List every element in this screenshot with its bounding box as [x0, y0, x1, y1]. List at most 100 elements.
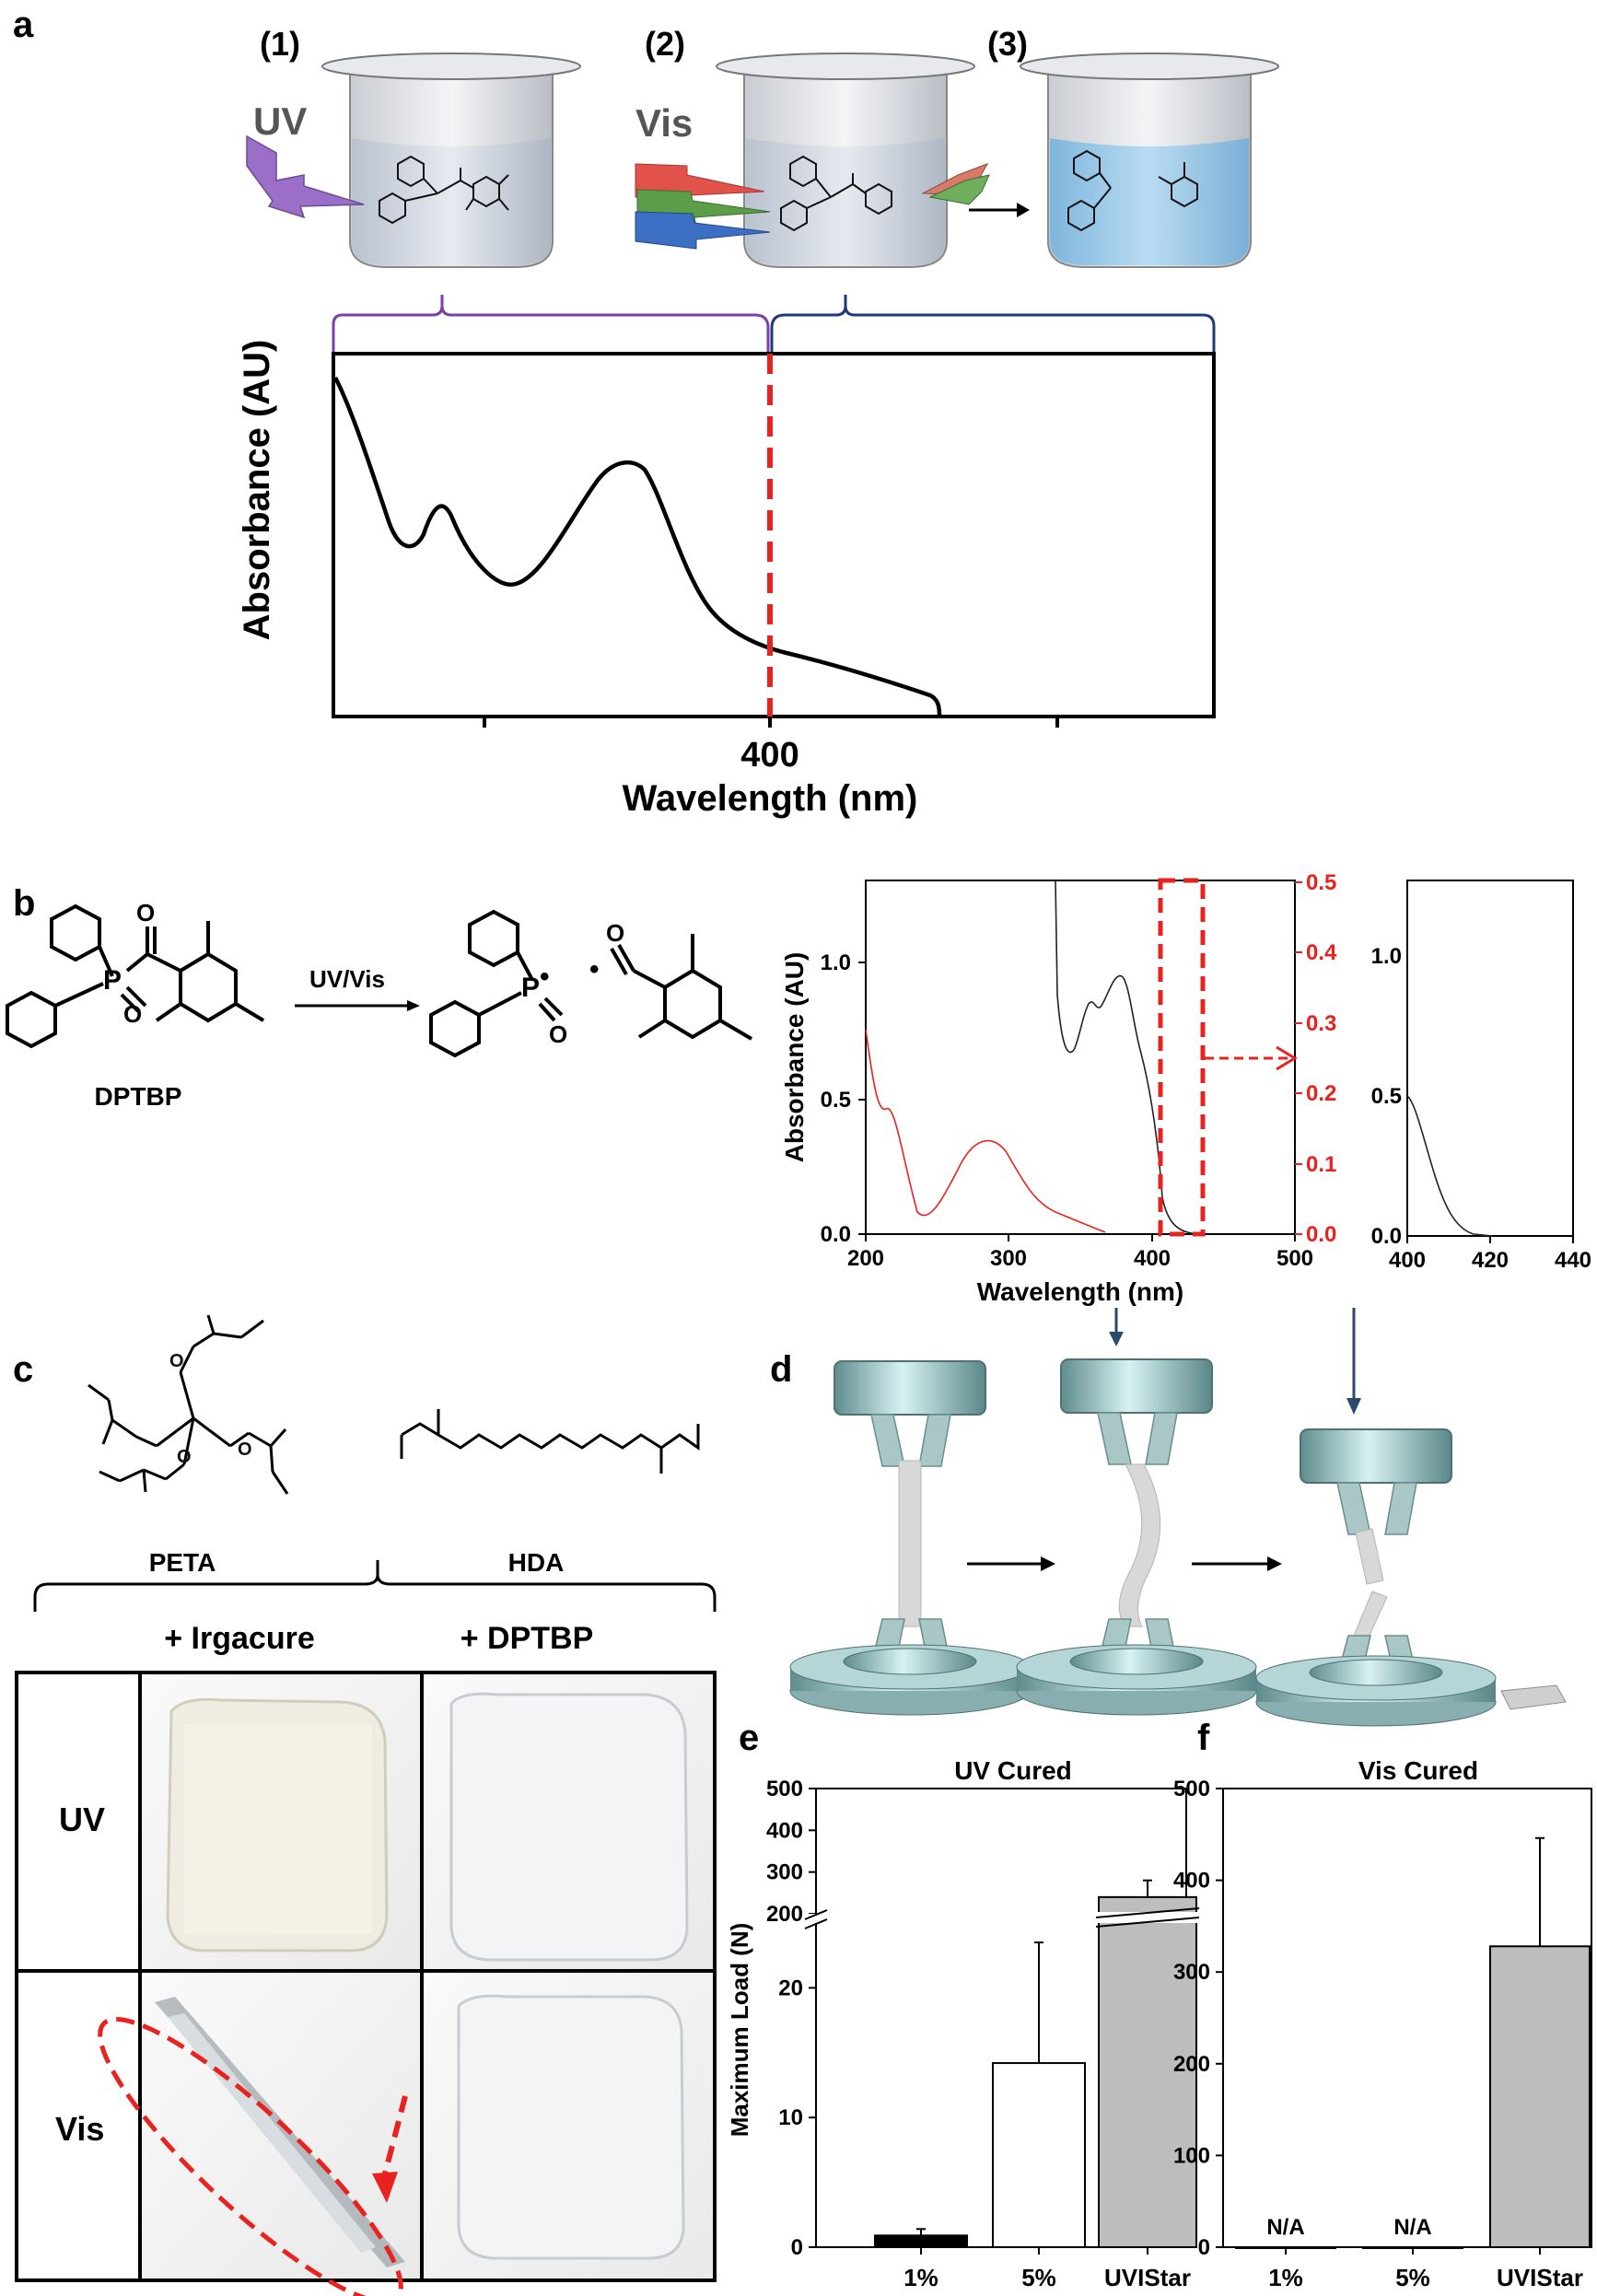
chart-e-title: UV Cured	[954, 1756, 1072, 1785]
y-tick-label: 400	[766, 1818, 803, 1843]
bar-annotation: N/A	[1266, 2215, 1304, 2240]
bar-annotation: N/A	[1393, 2215, 1431, 2240]
panel-b-right-ticks: 0.0 0.1 0.2 0.3 0.4 0.5	[1306, 870, 1337, 1247]
tick-label: 0.0	[821, 1222, 851, 1247]
phosphinoyl-radical-structure	[429, 909, 564, 1058]
tick-label: 0.0	[1371, 1224, 1402, 1249]
row-vis: Vis	[55, 2110, 104, 2148]
x-group-label: Irgacure	[1303, 2293, 1398, 2296]
panel-label-d: d	[770, 1349, 792, 1390]
tick-label: 420	[1472, 1248, 1509, 1273]
radical-dot: •	[540, 962, 550, 992]
dptbp-label: DPTBP	[95, 1082, 182, 1111]
y-tick-label: 200	[766, 1902, 803, 1927]
panel-label-a: a	[13, 5, 34, 45]
x-tick-label: 5%	[1021, 2264, 1056, 2291]
tensile-test-schematic	[789, 1308, 1567, 1727]
panel-a-plot	[332, 352, 1216, 728]
panel-b-left-ticks: 0.0 0.5 1.0	[821, 950, 851, 1247]
column-dptbp: + DPTBP	[460, 1621, 594, 1656]
y-tick-label: 200	[1173, 2052, 1210, 2077]
y-tick-label: 20	[778, 1975, 803, 2000]
tick-label: 300	[990, 1246, 1027, 1271]
tick-label: 200	[847, 1246, 884, 1271]
beaker-uv	[321, 52, 581, 268]
axis-break	[805, 1914, 827, 1923]
x-tick-label: 1%	[1268, 2264, 1303, 2291]
x-tick-label: UVIStar	[1497, 2264, 1583, 2291]
tick-label: 0.4	[1306, 940, 1337, 965]
beaker-blue	[1020, 52, 1279, 268]
step-3-label: (3)	[987, 25, 1028, 63]
panel-b-x-ticks: 200 300 400 500	[847, 1246, 1313, 1271]
uv-range-bracket	[332, 295, 770, 354]
monomer-bracket	[33, 1560, 717, 1612]
axis-break-mark	[804, 1909, 828, 1920]
tick-label: 0.1	[1306, 1152, 1336, 1177]
row-uv: UV	[59, 1801, 105, 1838]
x-tick-label: 1%	[903, 2264, 938, 2291]
step-1-label: (1)	[260, 25, 300, 63]
bar-2	[992, 2062, 1086, 2248]
uv-label: UV	[253, 99, 307, 143]
sample-grid	[15, 1671, 717, 2296]
panel-a-xlabel: Wavelength (nm)	[623, 778, 918, 819]
chart-f-title: Vis Cured	[1358, 1756, 1478, 1785]
tick-label: 0.0	[1306, 1222, 1336, 1247]
tick-label: 1.0	[821, 950, 851, 975]
panel-b-inset	[1406, 880, 1574, 1243]
visible-light-icon	[635, 163, 990, 250]
y-tick-label: 500	[1173, 1777, 1210, 1801]
y-tick-label: 300	[766, 1860, 803, 1885]
tick-label: 0.2	[1306, 1081, 1336, 1106]
radical-icon	[1067, 149, 1198, 232]
panel-label-b: b	[13, 883, 35, 924]
y-tick-label: 500	[766, 1777, 803, 1801]
bar-1	[874, 2234, 968, 2248]
oxygen-atom: O	[123, 1000, 142, 1028]
tick-label: 400	[1389, 1248, 1426, 1273]
panel-a-tick-400: 400	[740, 736, 798, 775]
panel-label-c: c	[13, 1349, 33, 1390]
chart-f: 0100200300400500N/A1%N/A5%UVIStarIrgacur…	[1173, 1777, 1591, 2296]
peta-label: PETA	[149, 1548, 216, 1577]
bar-3	[1489, 1945, 1591, 2248]
hda-label: HDA	[508, 1548, 565, 1577]
panel-label-e: e	[739, 1718, 759, 1758]
molecule-icon	[379, 155, 509, 225]
bar-3	[1098, 1895, 1197, 2249]
oxygen-atom: O	[238, 1439, 252, 1460]
y-tick-label: 10	[778, 2105, 803, 2130]
phosphorus-atom: P	[521, 973, 540, 1003]
y-tick-label: 0	[791, 2235, 803, 2260]
vis-range-bracket	[770, 295, 1216, 354]
axis-break-mark	[804, 1918, 828, 1929]
bar-break-mark	[1095, 1907, 1200, 1918]
panel-a-ylabel: Absorbance (AU)	[237, 340, 277, 641]
chart-e-ylabel: Maximum Load (N)	[726, 1923, 753, 2138]
panel-b-inset-ticks: 400 420 440 0.0 0.5 1.0	[1371, 944, 1591, 1273]
uv-light-icon	[246, 134, 365, 219]
oxygen-atom: O	[169, 1351, 184, 1371]
oxygen-atom: O	[177, 1447, 192, 1467]
tick-label: 440	[1555, 1248, 1591, 1273]
x-tick-label: UVIStar	[1104, 2264, 1191, 2291]
tick-label: 400	[1134, 1246, 1171, 1271]
tick-label: 0.5	[821, 1088, 851, 1113]
y-tick-label: 0	[1198, 2235, 1210, 2260]
bar-break-mark	[1095, 1917, 1200, 1928]
panel-label-f: f	[1197, 1718, 1210, 1758]
vis-label: Vis	[635, 101, 693, 145]
molecule-icon	[780, 155, 892, 232]
hda-structure	[400, 1409, 700, 1474]
tick-label: 1.0	[1371, 944, 1402, 969]
panel-b-plot	[858, 878, 1302, 1241]
tick-label: 0.5	[1371, 1084, 1402, 1109]
reaction-arrow-icon	[969, 203, 1030, 217]
panel-b-ylabel: Absorbance (AU)	[780, 952, 809, 1163]
oxygen-atom: O	[549, 1020, 567, 1048]
panel-b-xlabel: Wavelength (nm)	[977, 1277, 1184, 1306]
beaker-vis	[716, 52, 975, 268]
